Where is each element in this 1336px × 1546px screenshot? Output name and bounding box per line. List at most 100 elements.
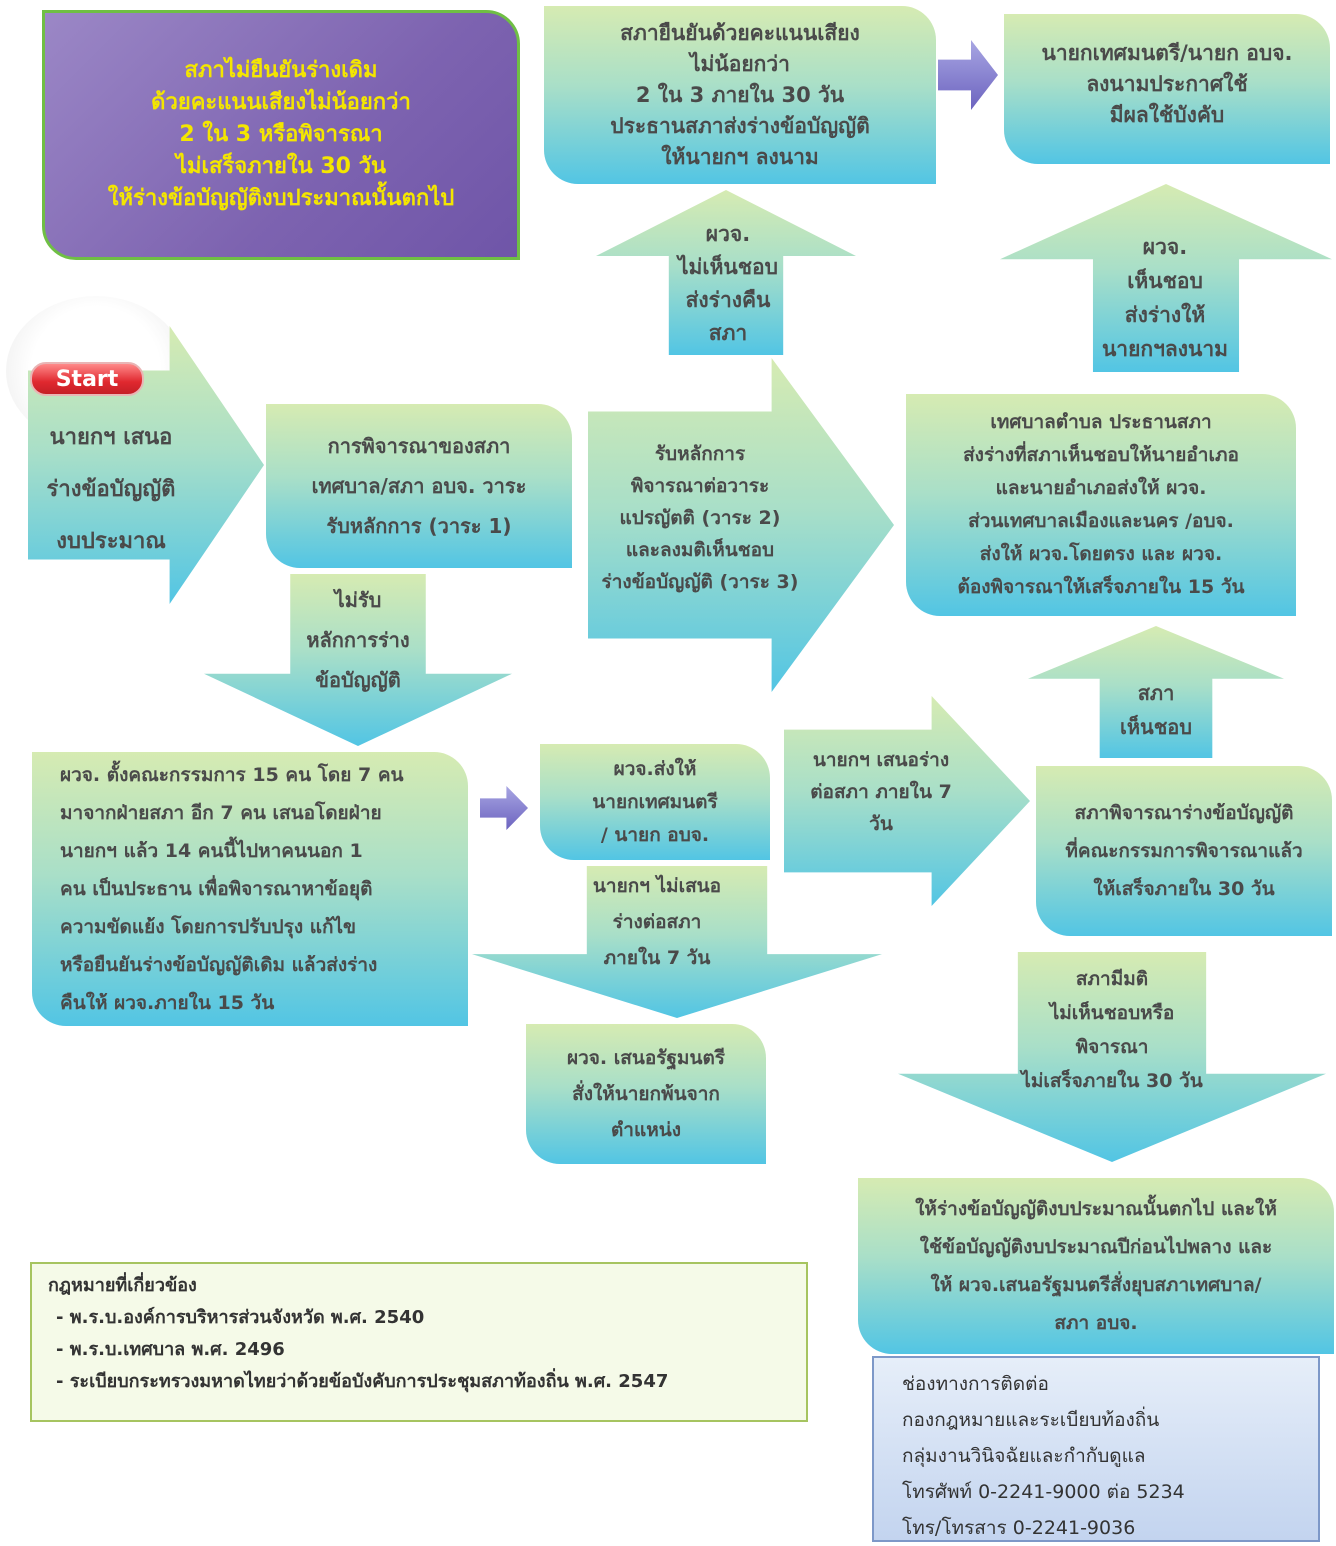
council-review-box: สภาพิจารณาร่างข้อบัญญัติ ที่คณะกรรมการพิ… — [1036, 766, 1332, 936]
mayor-sign-line: ลงนามประกาศใช้ — [1086, 72, 1248, 96]
committee-line: มาจากฝ่ายสภา อีก 7 คน เสนอโดยฝ่าย — [60, 802, 382, 824]
council-confirm-line: ไม่น้อยกว่า — [690, 51, 790, 76]
committee-line: คน เป็นประธาน เพื่อพิจารณาหาข้อยุติ — [60, 878, 373, 900]
council-not-confirm-line: ให้ร่างข้อบัญญัติงบประมาณนั้นตกไป — [107, 186, 455, 211]
budget-lapse-box: ให้ร่างข้อบัญญัติงบประมาณนั้นตกไป และให้… — [858, 1178, 1334, 1354]
arrow-label-line: ผวจ. — [1142, 235, 1188, 259]
contact-line: กองกฎหมายและระเบียบท้องถิ่น — [902, 1409, 1160, 1431]
council-not-confirm-line: ด้วยคะแนนเสียงไม่น้อยกว่า — [151, 90, 411, 115]
arrow-label-line: ผวจ. — [705, 222, 751, 246]
budget-lapse-line: ให้ร่างข้อบัญญัติงบประมาณนั้นตกไป และให้ — [915, 1198, 1277, 1220]
governor-propose-line: ผวจ. เสนอรัฐมนตรี — [566, 1047, 725, 1069]
governor-disagree-label: ผวจ. ไม่เห็นชอบ ส่งร่างคืน สภา — [668, 218, 788, 350]
arrow-label-line: เห็นชอบ — [1120, 715, 1192, 739]
reject-principle-label: ไม่รับ หลักการร่าง ข้อบัญญัติ — [282, 580, 434, 700]
municipality-line: และนายอำเภอส่งให้ ผวจ. — [995, 477, 1207, 499]
mayor-propose-label: นายกฯ เสนอร่าง ต่อสภา ภายใน 7 วัน — [788, 744, 974, 840]
arrow-label-line: ไม่เห็นชอบหรือ — [1049, 1002, 1175, 1024]
contact-line: กลุ่มงานวินิจฉัยและกำกับดูแล — [902, 1445, 1146, 1467]
arrow-label-line: ไม่รับ — [334, 588, 382, 612]
mayor-sign-box: นายกเทศมนตรี/นายก อบจ. ลงนามประกาศใช้ มี… — [1004, 14, 1330, 164]
start-label-line: นายกฯ เสนอ — [49, 425, 173, 450]
municipality-line: เทศบาลตำบล ประธานสภา — [990, 411, 1212, 433]
council-not-confirm-line: สภาไม่ยืนยันร่างเดิม — [184, 58, 378, 83]
council-not-confirm-box: สภาไม่ยืนยันร่างเดิม ด้วยคะแนนเสียงไม่น้… — [42, 10, 520, 260]
arrow-label-line: แปรญัตติ (วาระ 2) — [619, 507, 781, 529]
committee-line: คืนให้ ผวจ.ภายใน 15 วัน — [60, 992, 275, 1014]
municipality-line: ต้องพิจารณาให้เสร็จภายใน 15 วัน — [957, 576, 1245, 598]
municipality-line: ส่งให้ ผวจ.โดยตรง และ ผวจ. — [979, 543, 1223, 565]
committee-box: ผวจ. ตั้งคณะกรรมการ 15 คน โดย 7 คน มาจาก… — [32, 752, 468, 1026]
related-laws-box: กฎหมายที่เกี่ยวข้อง - พ.ร.บ.องค์การบริหา… — [30, 1262, 808, 1422]
start-badge[interactable]: Start — [30, 362, 144, 396]
arrow-label-line: นายกฯ ไม่เสนอ — [592, 875, 722, 897]
council-confirm-line: สภายืนยันด้วยคะแนนเสียง — [620, 20, 860, 45]
arrow-label-line: พิจารณา — [1075, 1036, 1149, 1058]
council-agree-label: สภา เห็นชอบ — [1106, 676, 1206, 744]
related-law-item: - พ.ร.บ.เทศบาล พ.ศ. 2496 — [56, 1339, 285, 1360]
council-review-line: ให้เสร็จภายใน 30 วัน — [1093, 878, 1275, 900]
arrow-right-icon — [480, 786, 528, 830]
related-law-item: - ระเบียบกระทรวงมหาดไทยว่าด้วยข้อบังคับก… — [56, 1371, 669, 1392]
governor-send-line: ผวจ.ส่งให้ — [613, 757, 697, 780]
council-consider-line: เทศบาล/สภา อบจ. วาระ — [311, 474, 527, 498]
arrow-label-line: ส่งร่างคืน — [685, 288, 771, 312]
municipality-line: ส่งร่างที่สภาเห็นชอบให้นายอำเภอ — [963, 444, 1239, 466]
mayor-sign-line: มีผลใช้บังคับ — [1109, 103, 1225, 127]
council-resolve-label: สภามีมติ ไม่เห็นชอบหรือ พิจารณา ไม่เสร็จ… — [1010, 962, 1214, 1098]
arrow-label-line: ไม่เสร็จภายใน 30 วัน — [1021, 1070, 1203, 1092]
arrow-label-line: สภา — [1137, 681, 1175, 705]
arrow-label-line: ร่างต่อสภา — [612, 911, 702, 933]
budget-lapse-line: ใช้ข้อบัญญัติงบประมาณปีก่อนไปพลาง และ — [919, 1236, 1273, 1258]
committee-line: นายกฯ แล้ว 14 คนนี้ไปหาคนนอก 1 — [60, 840, 363, 862]
arrow-label-line: พิจารณาต่อวาระ — [630, 475, 770, 497]
council-review-line: สภาพิจารณาร่างข้อบัญญัติ — [1074, 802, 1294, 824]
mayor-not-propose-label: นายกฯ ไม่เสนอ ร่างต่อสภา ภายใน 7 วัน — [572, 868, 742, 976]
council-confirm-line: 2 ใน 3 ภายใน 30 วัน — [635, 82, 845, 107]
municipality-line: ส่วนเทศบาลเมืองและนคร /อบจ. — [968, 510, 1234, 532]
start-label-line: ร่างข้อบัญญัติ — [46, 477, 176, 502]
arrow-label-line: นายกฯ เสนอร่าง — [812, 749, 950, 771]
governor-send-box: ผวจ.ส่งให้ นายกเทศมนตรี / นายก อบจ. — [540, 744, 770, 860]
council-confirm-line: ให้นายกฯ ลงนาม — [661, 144, 819, 169]
council-not-confirm-line: 2 ใน 3 หรือพิจารณา — [179, 122, 383, 147]
governor-send-line: นายกเทศมนตรี — [592, 790, 718, 813]
related-law-item: - พ.ร.บ.องค์การบริหารส่วนจังหวัด พ.ศ. 25… — [56, 1307, 425, 1328]
related-laws-title: กฎหมายที่เกี่ยวข้อง — [48, 1275, 197, 1296]
arrow-right-icon — [938, 40, 998, 110]
start-label: นายกฯ เสนอ ร่างข้อบัญญัติ งบประมาณ — [26, 412, 196, 568]
arrow-label-line: เห็นชอบ — [1127, 269, 1203, 293]
arrow-label-line: สภา — [708, 321, 748, 345]
arrow-label-line: สภามีมติ — [1075, 968, 1149, 990]
council-not-confirm-line: ไม่เสร็จภายใน 30 วัน — [175, 154, 387, 179]
contact-line[interactable]: โทร/โทรสาร 0-2241-9036 — [902, 1517, 1136, 1539]
arrow-label-line: ส่งร่างให้ — [1124, 303, 1206, 327]
mayor-sign-line: นายกเทศมนตรี/นายก อบจ. — [1041, 41, 1293, 65]
arrow-label-line: รับหลักการ — [654, 443, 746, 465]
arrow-label-line: ภายใน 7 วัน — [603, 947, 711, 969]
arrow-label-line: ไม่เห็นชอบ — [678, 255, 778, 279]
committee-line: ผวจ. ตั้งคณะกรรมการ 15 คน โดย 7 คน — [60, 764, 404, 786]
budget-lapse-line: ให้ ผวจ.เสนอรัฐมนตรีสั่งยุบสภาเทศบาล/ — [930, 1274, 1262, 1296]
contact-line[interactable]: โทรศัพท์ 0-2241-9000 ต่อ 5234 — [902, 1481, 1185, 1503]
arrow-label-line: ร่างข้อบัญญัติ (วาระ 3) — [601, 571, 799, 593]
council-consider-box: การพิจารณาของสภา เทศบาล/สภา อบจ. วาระ รั… — [266, 404, 572, 568]
arrow-label-line: หลักการร่าง — [306, 628, 410, 652]
council-consider-line: รับหลักการ (วาระ 1) — [326, 514, 512, 538]
council-review-line: ที่คณะกรรมการพิจารณาแล้ว — [1065, 840, 1303, 862]
arrow-label-line: นายกฯลงนาม — [1101, 337, 1229, 361]
committee-line: หรือยืนยันร่างข้อบัญญัติเดิม แล้วส่งร่าง — [60, 954, 378, 976]
arrow-label-line: ต่อสภา ภายใน 7 — [810, 781, 952, 803]
governor-propose-line: สั่งให้นายกพ้นจาก — [572, 1083, 720, 1105]
accept-principle-label: รับหลักการ พิจารณาต่อวาระ แปรญัตติ (วาระ… — [588, 438, 812, 598]
governor-agree-label: ผวจ. เห็นชอบ ส่งร่างให้ นายกฯลงนาม — [1090, 230, 1240, 366]
governor-propose-line: ตำแหน่ง — [610, 1119, 682, 1141]
council-consider-line: การพิจารณาของสภา — [327, 434, 511, 458]
council-confirm-line: ประธานสภาส่งร่างข้อบัญญัติ — [610, 113, 870, 138]
governor-send-line: / นายก อบจ. — [600, 823, 710, 846]
arrow-label-line: และลงมติเห็นชอบ — [625, 539, 775, 561]
committee-line: ความขัดแย้ง โดยการปรับปรุง แก้ไข — [60, 916, 357, 938]
budget-lapse-line: สภา อบจ. — [1054, 1312, 1138, 1334]
arrow-label-line: วัน — [869, 813, 893, 835]
arrow-label-line: ข้อบัญญัติ — [315, 668, 401, 692]
